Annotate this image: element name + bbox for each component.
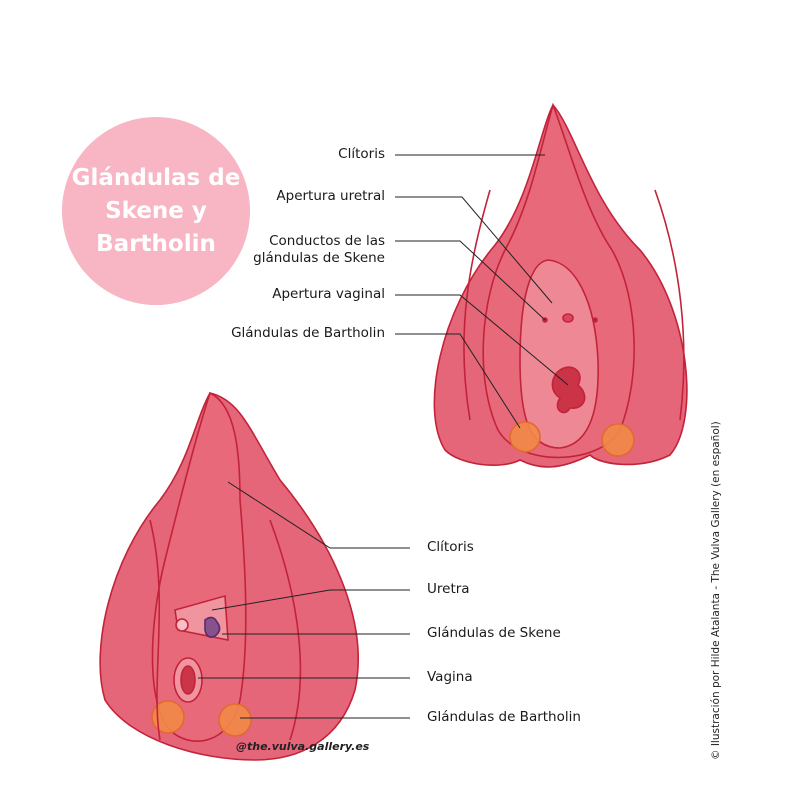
bottom-vulva-illustration <box>99 391 359 761</box>
label-top-skene-ducts-1: Conductos de las <box>269 233 385 249</box>
page-title: Glándulas de Skene y Bartholin <box>71 164 241 257</box>
leader-line-bartholin-top <box>395 333 521 429</box>
label-bottom-urethra: Uretra <box>427 581 470 597</box>
leader-line-skene-ducts <box>395 240 546 321</box>
label-top-urethral-opening: Apertura uretral <box>276 188 385 204</box>
label-bottom-bartholin: Glándulas de Bartholin <box>427 709 581 725</box>
leader-lines <box>198 154 569 719</box>
credit-text: © Ilustración por Hilde Atalanta - The V… <box>710 421 722 760</box>
label-top-vaginal-opening: Apertura vaginal <box>272 286 385 302</box>
leader-line-urethra <box>211 589 410 611</box>
label-top-clitoris: Clítoris <box>338 146 385 162</box>
leader-line-clitoris-bottom <box>227 481 410 549</box>
label-top-skene-ducts-2: glándulas de Skene <box>253 250 385 266</box>
label-bottom-skene: Glándulas de Skene <box>427 625 561 641</box>
label-top-bartholin: Glándulas de Bartholin <box>231 325 385 341</box>
label-bottom-vagina: Vagina <box>427 669 473 685</box>
top-vulva-illustration <box>433 102 688 468</box>
label-bottom-clitoris: Clítoris <box>427 539 474 555</box>
social-handle: @the.vulva.gallery.es <box>236 740 370 753</box>
title-badge: Glándulas de Skene y Bartholin <box>62 117 250 305</box>
leader-line-urethral-opening <box>395 196 553 304</box>
leader-line-vaginal-opening <box>395 294 569 386</box>
